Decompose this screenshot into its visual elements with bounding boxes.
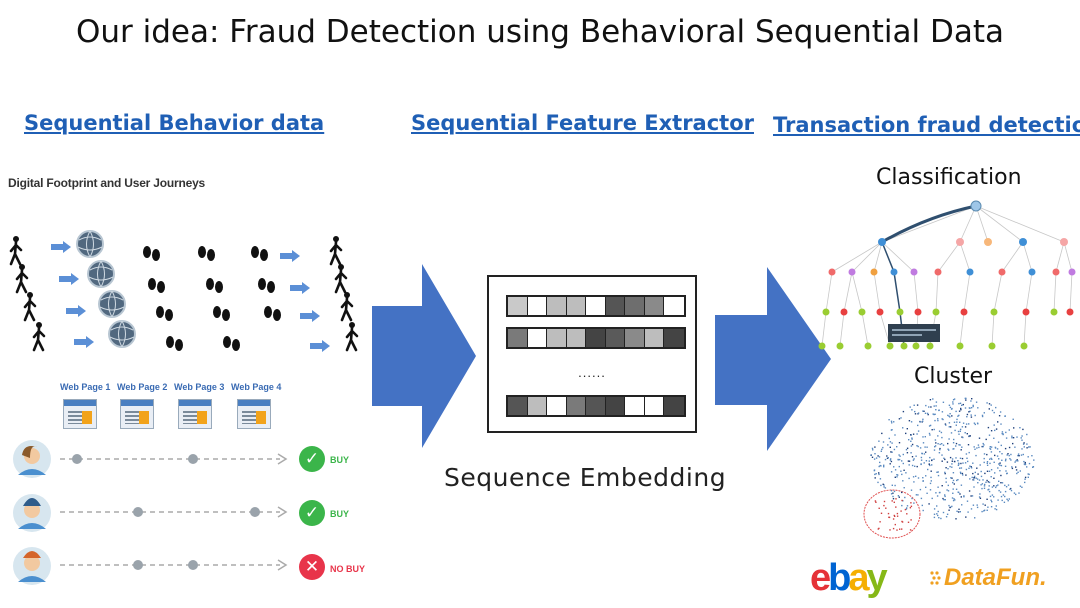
sequence-row xyxy=(506,327,686,349)
check-icon: ✓ xyxy=(299,446,325,472)
sequence-ellipsis: ...... xyxy=(578,365,606,380)
web-page-label: Web Page 3 xyxy=(174,382,225,392)
heading-sequential-behavior-data[interactable]: Sequential Behavior data xyxy=(24,111,325,135)
cluster-label: Cluster xyxy=(914,364,993,389)
heading-sequential-feature-extractor[interactable]: Sequential Feature Extractor xyxy=(411,111,754,135)
classification-label: Classification xyxy=(876,165,1022,190)
cross-icon: ✕ xyxy=(299,554,325,580)
check-icon: ✓ xyxy=(299,500,325,526)
walker-icon xyxy=(329,234,359,352)
slide-title: Our idea: Fraud Detection using Behavior… xyxy=(75,14,1004,50)
arrow-icon xyxy=(280,250,330,352)
user-avatar xyxy=(13,440,51,478)
outcome-label: BUY xyxy=(330,509,350,519)
globe-icon xyxy=(76,230,136,348)
sequence-row xyxy=(506,295,686,317)
classification-tree xyxy=(818,200,1076,350)
cluster-scatter xyxy=(863,397,1035,539)
web-page-icon xyxy=(120,399,154,429)
flow-arrow-icon xyxy=(372,264,476,448)
sequence-embedding-box: ...... xyxy=(487,275,697,433)
web-page-label: Web Page 4 xyxy=(231,382,282,392)
sequence-row xyxy=(506,395,686,417)
web-page-icon xyxy=(178,399,212,429)
journey-lines xyxy=(13,440,288,585)
ebay-logo: ebay xyxy=(810,557,888,599)
footprint-icon xyxy=(143,246,281,351)
outcome-label: NO BUY xyxy=(330,564,366,574)
datafun-logo: DataFun. xyxy=(944,564,1047,591)
datafun-logo-mark xyxy=(930,571,941,585)
flow-arrow-icon xyxy=(715,267,831,451)
user-journey-illustration xyxy=(9,230,359,352)
web-page-label: Web Page 1 xyxy=(60,382,111,392)
walker-icon xyxy=(9,234,46,352)
footprint-title: Digital Footprint and User Journeys xyxy=(8,176,206,190)
heading-transaction-fraud-detection[interactable]: Transaction fraud detection xyxy=(773,113,1080,137)
web-page-label: Web Page 2 xyxy=(117,382,168,392)
web-page-icon xyxy=(237,399,271,429)
outcome-label: BUY xyxy=(330,455,350,465)
web-page-icon xyxy=(63,399,97,429)
sequence-embedding-label: Sequence Embedding xyxy=(444,463,727,492)
